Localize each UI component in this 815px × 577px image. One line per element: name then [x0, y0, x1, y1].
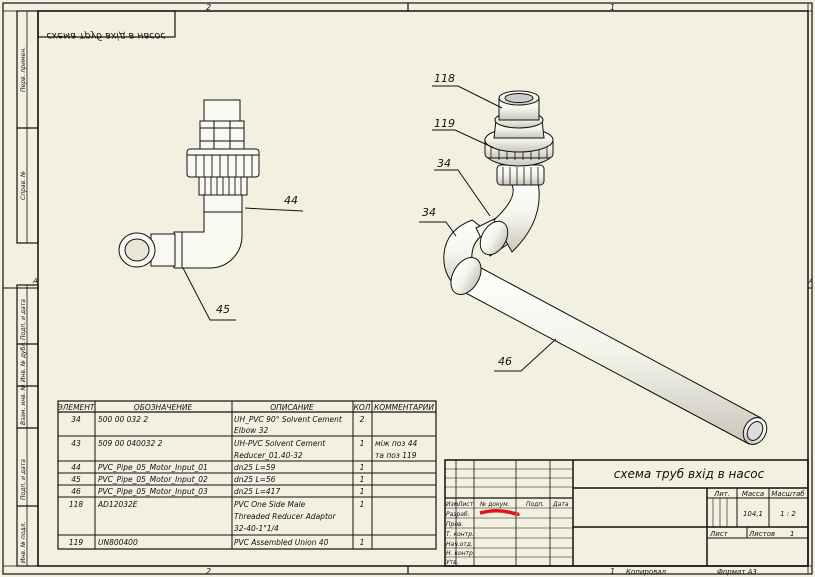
- bom-cell-item: 118: [69, 500, 84, 509]
- bom-cell-qty: 1: [360, 475, 365, 484]
- zone-label-top-left: 2: [206, 3, 211, 12]
- bom-cell-desc: Threaded Reducer Adaptor: [234, 512, 336, 521]
- bom-table: [57, 400, 437, 550]
- bom-cell-item: 44: [71, 463, 81, 472]
- bom-cell-code: 509 00 040032 2: [98, 439, 163, 448]
- isometric-view-assembly: [443, 90, 768, 445]
- strip-label-sign-date-2: Подп. и дата: [20, 459, 27, 500]
- side-view-assembly: [118, 99, 260, 269]
- bom-cell-comment: між поз 44: [375, 439, 418, 448]
- bom-header-code: ОБОЗНАЧЕНИЕ: [134, 403, 193, 412]
- mirrored-title: схема труб вхід в насос: [46, 30, 166, 41]
- col-lit-label: Лит.: [713, 490, 730, 498]
- bom-header-desc: ОПИСАНИЕ: [270, 403, 314, 412]
- bom-cell-item: 46: [71, 487, 81, 496]
- col-mass-label: Масса: [742, 490, 764, 498]
- rev-header-date: Дата: [552, 501, 569, 508]
- leader-lines-left: [182, 207, 304, 321]
- bom-cell-item: 119: [69, 538, 84, 547]
- bom-cell-item: 34: [71, 415, 81, 424]
- bom-cell-desc: dn25 L=56: [234, 475, 276, 484]
- zone-label-right: A: [808, 278, 813, 285]
- role-label-dept-head: Нач.отд.: [446, 541, 473, 548]
- sheet-label: Лист: [709, 530, 729, 538]
- bom-cell-code: AD12032E: [97, 500, 138, 509]
- bom-header-item: ЭЛЕМЕНТ: [56, 403, 95, 412]
- bom-cell-code: 500 00 032 2: [98, 415, 148, 424]
- leader-lines-right: [419, 85, 557, 372]
- strip-label-first-use: Перв. примен.: [20, 47, 27, 92]
- zone-label-top-right: 1: [610, 3, 615, 12]
- bom-cell-qty: 1: [360, 487, 365, 496]
- sheets-label: Листов: [748, 530, 775, 538]
- bom-cell-comment: та поз 119: [375, 451, 417, 460]
- strip-label-dup-inv: Инв. № дубл.: [20, 341, 27, 382]
- strip-label-orig-inv: Инв. № подл.: [20, 522, 27, 563]
- strip-label-repl-inv: Взам. инв. №: [20, 384, 27, 425]
- role-label-norm-control: Н. контр.: [446, 550, 475, 557]
- mirrored-title-box: [37, 10, 176, 38]
- rev-header-sheet: Лист: [457, 501, 474, 508]
- bom-cell-item: 43: [71, 439, 81, 448]
- callout-34-upper: 34: [437, 157, 451, 170]
- bom-cell-code: PVC_Pipe_05_Motor_Input_02: [98, 475, 208, 484]
- copied-label: Копировал: [626, 568, 667, 576]
- mass-value: 104,1: [743, 510, 763, 518]
- bom-cell-qty: 2: [360, 415, 365, 424]
- strip-label-ref-no: Справ. №: [20, 171, 27, 200]
- role-label-developer: Разраб.: [446, 511, 470, 518]
- bom-cell-desc: Reducer_01.40-32: [234, 451, 303, 460]
- rev-header-docno: № докум.: [479, 501, 510, 508]
- bom-header-comments: КОММЕНТАРИИ: [374, 403, 434, 412]
- bom-cell-desc: 32-40-1"1/4: [234, 524, 279, 533]
- bom-cell-code: PVC_Pipe_05_Motor_Input_01: [98, 463, 208, 472]
- drawing-title: схема труб вхід в насос: [614, 467, 765, 481]
- bom-cell-desc: UH_PVC 90° Solvent Cement: [234, 415, 343, 424]
- title-block: [444, 459, 809, 567]
- left-strip: [16, 10, 39, 567]
- signature-mark: [479, 508, 520, 516]
- role-label-approved: Утв.: [446, 559, 459, 566]
- bom-cell-code: PVC_Pipe_05_Motor_Input_03: [98, 487, 208, 496]
- callout-44: 44: [284, 194, 298, 207]
- callout-45: 45: [216, 303, 230, 316]
- bom-cell-desc: dn25 L=59: [234, 463, 276, 472]
- bom-header-qty: КОЛ: [354, 403, 371, 412]
- strip-label-sign-date-1: Подп. и дата: [20, 299, 27, 340]
- rev-header-sign: Подп.: [526, 501, 544, 508]
- rev-header-change: Изм.: [446, 501, 460, 508]
- bom-cell-qty: 1: [360, 538, 365, 547]
- bom-cell-qty: 1: [360, 439, 365, 448]
- callout-34-lower: 34: [422, 206, 436, 219]
- bom-cell-desc: PVC One Side Male: [234, 500, 306, 509]
- role-label-checked: Пров.: [446, 521, 464, 528]
- bom-cell-qty: 1: [360, 463, 365, 472]
- zone-label-bottom-left: 2: [206, 567, 211, 576]
- bom-cell-item: 45: [71, 475, 81, 484]
- zone-label-left: A: [32, 277, 38, 285]
- callout-46: 46: [498, 355, 512, 368]
- bom-cell-desc: dn25 L=417: [234, 487, 280, 496]
- bom-cell-qty: 1: [360, 500, 365, 509]
- bom-cell-code: UN800400: [98, 538, 138, 547]
- role-label-tech-control: Т. контр.: [446, 531, 474, 538]
- zone-label-bottom-right: 1: [610, 567, 615, 576]
- scale-value: 1 : 2: [780, 510, 796, 518]
- bom-cell-desc: UH-PVC Solvent Cement: [234, 439, 326, 448]
- col-scale-label: Масштаб: [771, 490, 805, 498]
- bom-cell-desc: Elbow 32: [234, 426, 268, 435]
- callout-118: 118: [434, 72, 455, 85]
- bom-cell-desc: PVC Assembled Union 40: [234, 538, 329, 547]
- format-label: Формат А3: [717, 568, 757, 576]
- callout-119: 119: [434, 117, 455, 130]
- sheets-count: 1: [790, 530, 794, 538]
